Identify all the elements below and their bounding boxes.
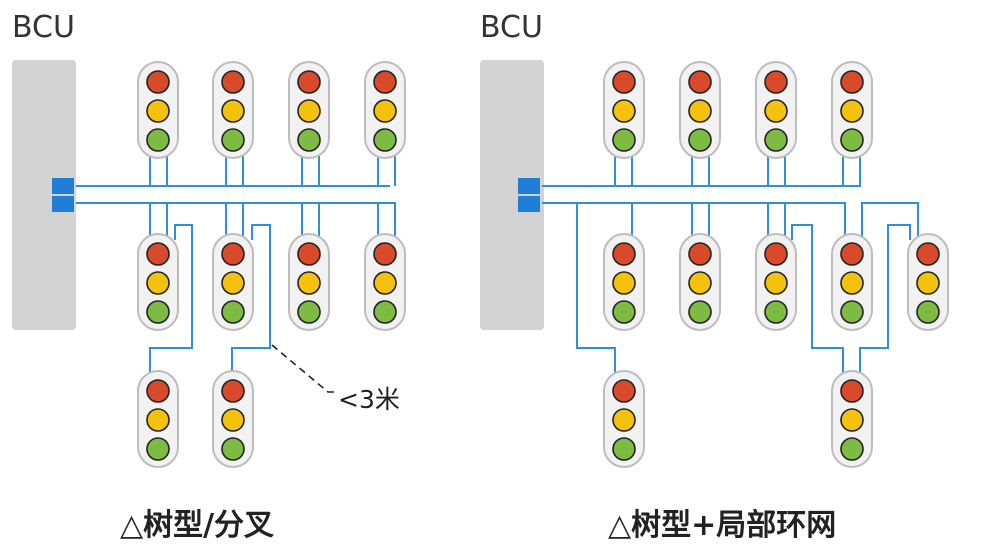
traffic-light — [288, 61, 330, 159]
traffic-light — [364, 61, 406, 159]
traffic-light — [137, 370, 179, 468]
traffic-light — [679, 61, 721, 159]
traffic-light — [212, 61, 254, 159]
caption-right: △树型+局部环网 — [608, 508, 837, 543]
port-right-lower — [518, 196, 540, 212]
traffic-light — [831, 233, 873, 331]
port-right-upper — [518, 178, 540, 194]
distance-leader-line — [271, 344, 338, 393]
traffic-light — [288, 233, 330, 331]
port-left-lower — [52, 196, 74, 212]
traffic-light — [364, 233, 406, 331]
traffic-light — [603, 61, 645, 159]
traffic-light — [137, 233, 179, 331]
caption-left: △树型/分叉 — [120, 508, 275, 543]
traffic-light — [212, 370, 254, 468]
traffic-light — [137, 61, 179, 159]
traffic-light — [755, 233, 797, 331]
distance-note: <3米 — [338, 385, 400, 414]
traffic-light — [831, 61, 873, 159]
bcu-label-left: BCU — [12, 10, 75, 45]
traffic-light — [212, 233, 254, 331]
port-left-upper — [52, 178, 74, 194]
bcu-controller-left — [12, 60, 76, 330]
traffic-light — [603, 370, 645, 468]
wiring-left — [76, 150, 396, 373]
traffic-light — [679, 233, 721, 331]
traffic-light — [755, 61, 797, 159]
traffic-light — [603, 233, 645, 331]
bcu-controller-right — [480, 60, 544, 330]
traffic-light — [831, 370, 873, 468]
traffic-light — [907, 233, 949, 331]
wiring-right — [542, 150, 919, 373]
bcu-label-right: BCU — [480, 10, 543, 45]
